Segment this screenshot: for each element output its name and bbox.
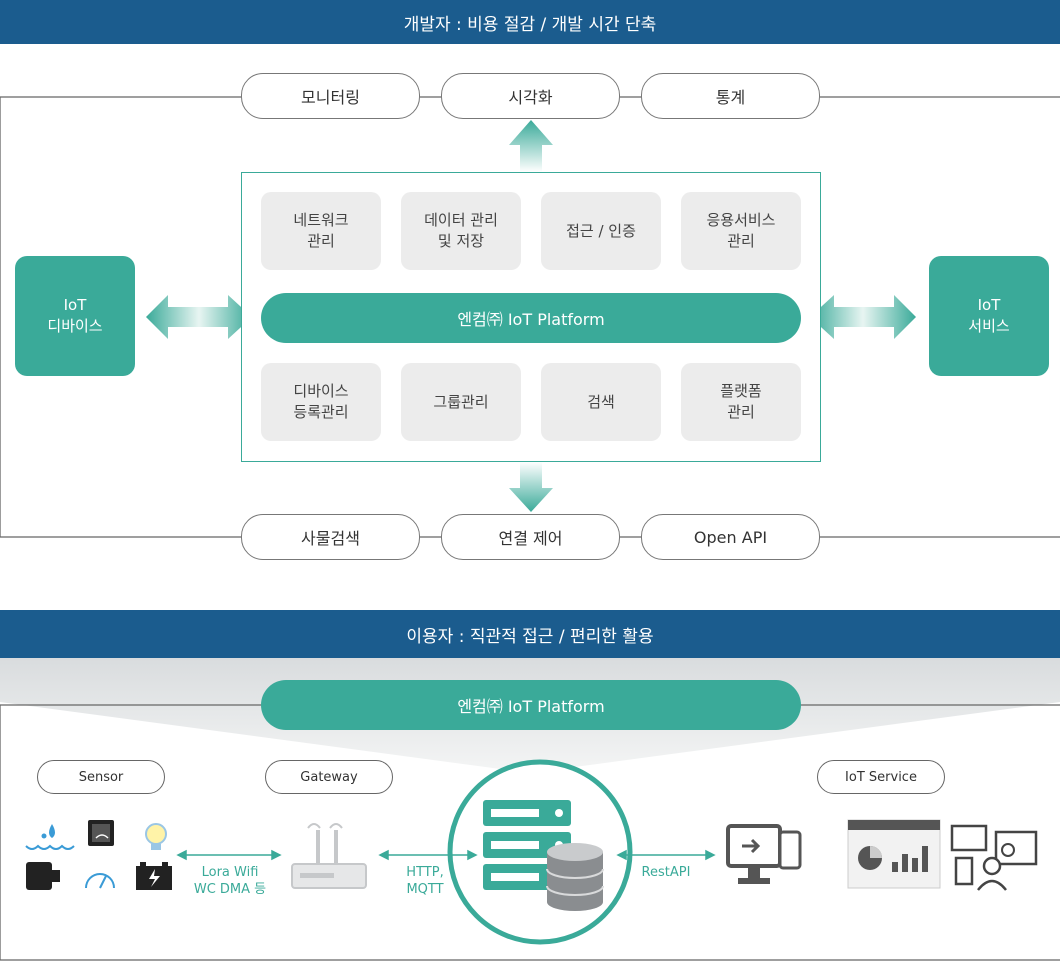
server-circle [447, 759, 633, 945]
developer-banner: 개발자 : 비용 절감 / 개발 시간 단축 [0, 0, 1060, 44]
connector-arrows [176, 849, 716, 861]
monitor-phone-icon [726, 824, 802, 884]
pill-open-api: Open API [641, 514, 820, 560]
frame-lines [0, 96, 1060, 538]
pill-monitoring: 모니터링 [241, 73, 420, 119]
motor-icon [26, 862, 60, 890]
right-double-arrow-icon [810, 295, 916, 339]
sensor-icons [25, 820, 172, 890]
platform-bar: 엔컴㈜ IoT Platform [261, 293, 801, 343]
rfid-chip-icon [88, 820, 114, 846]
up-arrow-icon [509, 120, 553, 172]
water-drop-icon [25, 824, 75, 850]
battery-icon [136, 862, 172, 890]
down-arrow-icon [509, 462, 553, 512]
module-auth: 접근 / 인증 [541, 192, 661, 270]
gauge-icon [85, 873, 115, 889]
pill-statistics: 통계 [641, 73, 820, 119]
database-icon [546, 843, 604, 911]
user-banner: 이용자 : 직관적 접근 / 편리한 활용 [0, 610, 1060, 658]
connector-label-http: HTTP, MQTT [406, 865, 444, 897]
connector-label-restapi: RestAPI [641, 865, 691, 880]
user-platform-bar: 엔컴㈜ IoT Platform [261, 680, 801, 730]
iot-service-box: IoT 서비스 [929, 256, 1049, 376]
gateway-router-icon [291, 823, 367, 889]
module-app-service: 응용서비스 관리 [681, 192, 801, 270]
pill-thing-search: 사물검색 [241, 514, 420, 560]
node-sensor: Sensor [37, 760, 165, 794]
pill-connection-control: 연결 제어 [441, 514, 620, 560]
module-group: 그룹관리 [401, 363, 521, 441]
left-double-arrow-icon [146, 295, 252, 339]
node-iot-service: IoT Service [817, 760, 945, 794]
node-gateway: Gateway [265, 760, 393, 794]
module-network: 네트워크 관리 [261, 192, 381, 270]
module-data: 데이터 관리 및 저장 [401, 192, 521, 270]
module-device-reg: 디바이스 등록관리 [261, 363, 381, 441]
module-search: 검색 [541, 363, 661, 441]
pill-visualization: 시각화 [441, 73, 620, 119]
module-platform-mgmt: 플랫폼 관리 [681, 363, 801, 441]
dashboard-icon [847, 819, 941, 889]
iot-device-box: IoT 디바이스 [15, 256, 135, 376]
light-bulb-icon [145, 823, 167, 850]
connector-label-lora: Lora Wifi WC DMA 등 [193, 865, 267, 897]
user-screens-icon [950, 824, 1038, 891]
